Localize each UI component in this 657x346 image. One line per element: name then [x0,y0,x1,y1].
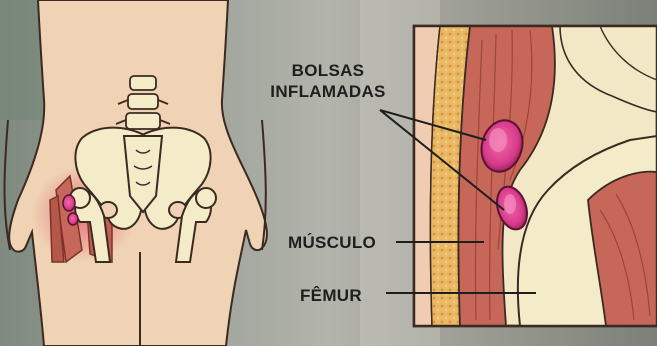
cross-section-inset [414,26,657,326]
bursae-label: BOLSAS INFLAMADAS [264,60,392,102]
femur-label: FÊMUR [300,285,362,306]
bursae-label-line1: BOLSAS [264,60,392,81]
bursae-label-line2: INFLAMADAS [264,81,392,102]
muscle-label: MÚSCULO [288,232,376,253]
